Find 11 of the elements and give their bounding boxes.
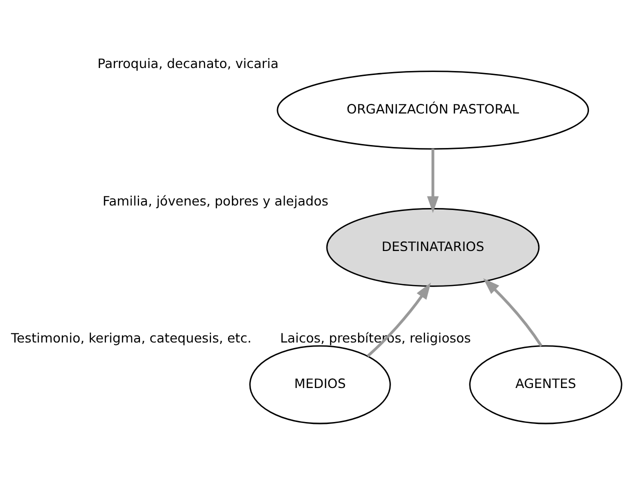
node-ellipse: DESTINATARIOS [326,208,540,287]
node-ellipse: AGENTES [469,345,622,424]
node-label: Parroquia, decanato, vicaria [97,57,279,72]
node-ellipse: MEDIOS [249,345,391,424]
node-label: Laicos, presbíteros, religiosos [280,332,471,347]
node-ellipse: ORGANIZACIÓN PASTORAL [276,70,590,150]
arrow [427,148,439,213]
node-label: Familia, jóvenes, pobres y alejados [102,194,328,210]
arrow [483,278,542,347]
arrow [366,282,431,358]
node-label: Testimonio, kerigma, catequesis, etc. [11,332,252,347]
